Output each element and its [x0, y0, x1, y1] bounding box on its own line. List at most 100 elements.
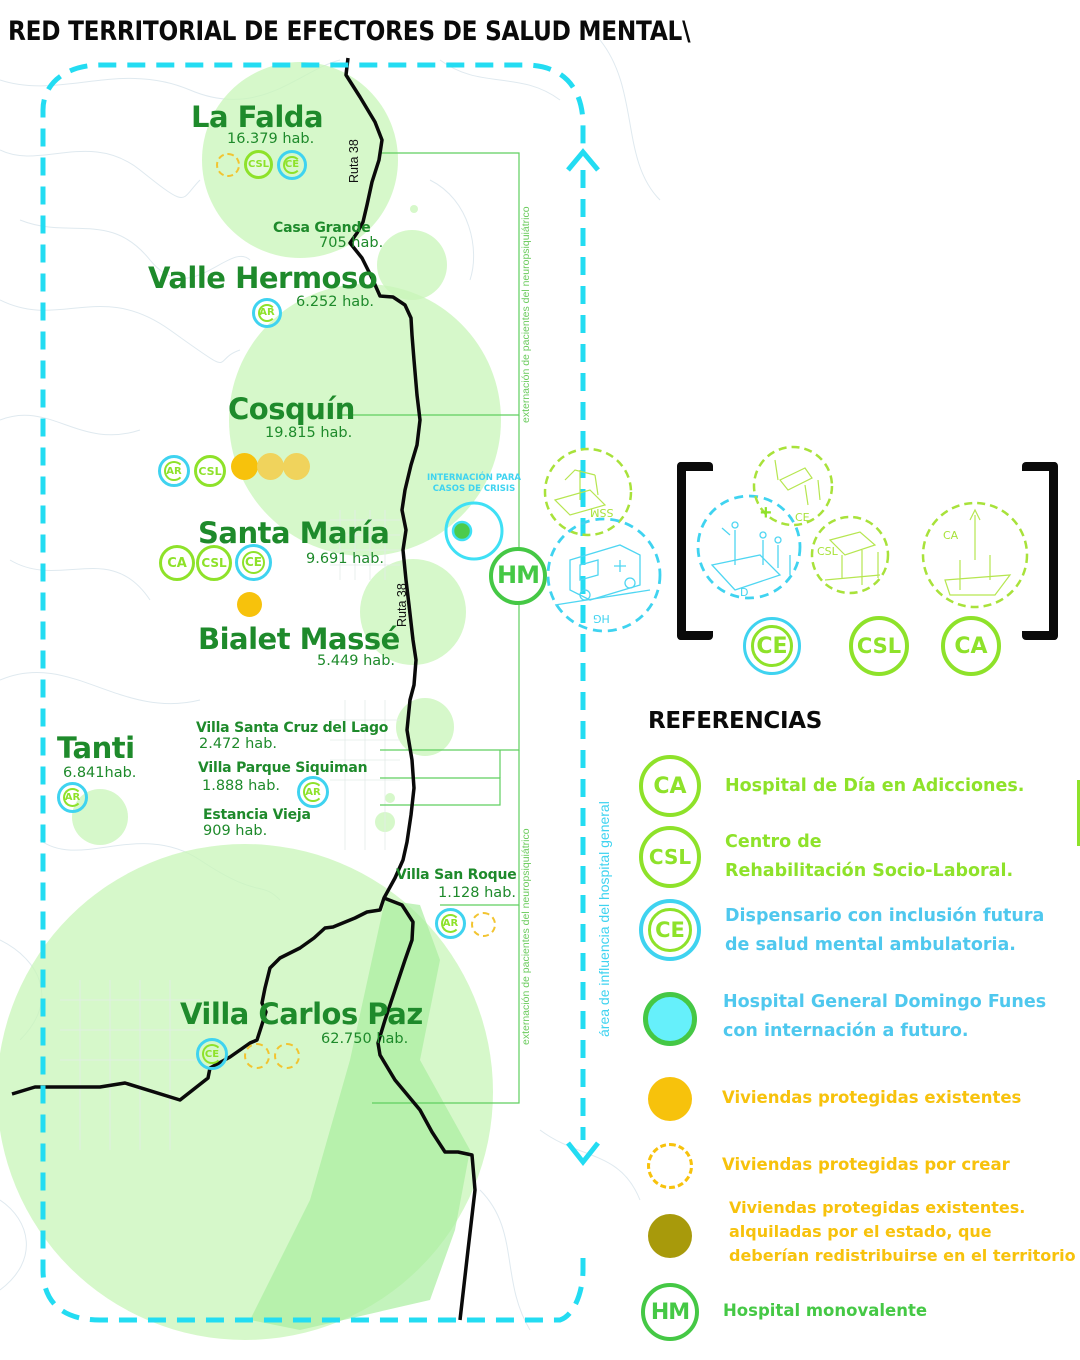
town-population-la-falda: 16.379 hab. — [227, 131, 315, 147]
protected-housing-existing-icon[interactable] — [257, 453, 284, 480]
ca-sketch-label: CA — [943, 529, 959, 542]
ar-badge-cosquin[interactable]: AR — [158, 455, 190, 487]
csl-badge-santa-maria[interactable]: CSL — [196, 545, 232, 581]
ssm-sketch-label: SSM — [590, 506, 614, 519]
ca-sketch-circle — [921, 501, 1029, 609]
ambulance-drawing — [554, 544, 651, 606]
csl-badge-la-falda[interactable]: CSL — [244, 150, 273, 179]
ar-badge-valle-hermoso[interactable]: AR — [252, 298, 282, 328]
town-name-estancia-vieja: Estancia Vieja — [203, 807, 311, 823]
legend-hospital-general-line: Hospital General Domingo Funes — [723, 992, 1047, 1012]
legend-ce-icon-label: CE — [655, 918, 685, 942]
town-name-villa-parque-siquiman: Villa Parque Siquiman — [198, 760, 368, 776]
legend-hospital-general-label: Hospital General Domingo Funes con inter… — [723, 988, 1046, 1046]
hospital-general-marker[interactable] — [451, 520, 473, 542]
ca-sketch-badge-label: CA — [954, 633, 988, 659]
csl-badge-cosquin[interactable]: CSL — [194, 455, 226, 487]
ssm-sketch-circle — [543, 447, 633, 537]
crisis-circle[interactable] — [444, 501, 504, 561]
legend-rented-housing-label: Viviendas protegidas existentes. alquila… — [729, 1196, 1076, 1268]
area-dot-2 — [385, 793, 395, 803]
legend-rented-housing-line: alquiladas por el estado, que — [729, 1222, 992, 1241]
legend-rented-housing-line: deberían redistribuirse en el territorio — [729, 1246, 1076, 1265]
legend-existing-housing-icon — [648, 1077, 692, 1121]
protected-housing-existing-icon[interactable] — [283, 453, 310, 480]
ce-sketch-drawing — [774, 459, 821, 506]
legend-planned-housing-line: Viviendas protegidas por crear — [722, 1155, 1010, 1174]
externacion-label-bottom: externación de pacientes del neuropsiqui… — [520, 828, 532, 1045]
area-casa-grande — [377, 230, 447, 300]
legend-planned-housing-label: Viviendas protegidas por crear — [722, 1150, 1010, 1179]
town-population-villa-san-roque: 1.128 hab. — [438, 885, 517, 901]
area-cosquin — [229, 284, 501, 556]
ce-badge-label: CE — [284, 159, 300, 171]
hm-badge-label[interactable]: HM — [497, 561, 540, 589]
town-population-villa-santa-cruz-del-lago: 2.472 hab. — [199, 736, 278, 752]
topographic-lines — [0, 39, 661, 1331]
ce-badge-la-falda[interactable]: CE — [277, 150, 307, 180]
ce-badge-santa-maria[interactable]: CE — [235, 544, 272, 581]
hm-circle[interactable] — [489, 547, 547, 605]
protected-housing-planned-icon[interactable] — [471, 912, 496, 937]
legend-existing-housing-label: Viviendas protegidas existentes — [722, 1083, 1021, 1112]
ca-sketch-drawing — [944, 508, 1012, 596]
legend-hm-icon: HM — [641, 1283, 699, 1341]
town-population-villa-carlos-paz: 62.750 hab. — [321, 1031, 409, 1047]
ca-sketch-badge[interactable]: CA — [941, 616, 1001, 676]
town-population-valle-hermoso: 6.252 hab. — [296, 294, 375, 310]
arrow-up-icon — [566, 148, 600, 172]
town-name-la-falda: La Falda — [191, 100, 324, 134]
town-name-valle-hermoso: Valle Hermoso — [148, 261, 378, 295]
legend-hospital-general-icon — [643, 992, 697, 1046]
area-bialet-masse — [360, 559, 466, 665]
protected-housing-existing-icon[interactable] — [231, 453, 258, 480]
town-population-casa-grande: 705 hab. — [319, 235, 384, 251]
ar-badge-label: AR — [166, 465, 182, 477]
influence-boundary[interactable] — [40, 62, 586, 1323]
ce-badge-label: CE — [204, 1048, 220, 1060]
town-population-bialet-masse: 5.449 hab. — [317, 653, 396, 669]
legend-hm-line: Hospital monovalente — [723, 1301, 928, 1320]
crisis-label-line-2: CASOS DE CRISIS — [432, 484, 516, 494]
edge-marker — [1077, 780, 1080, 846]
ar-badge-label: AR — [64, 792, 81, 803]
legend-ca-line: Hospital de Día en Adicciones. — [725, 776, 1025, 796]
right-bracket — [1022, 462, 1058, 640]
people-drawing-d — [710, 521, 791, 591]
legend-ca-icon: CA — [639, 755, 701, 817]
ssm-sketch-drawing — [553, 469, 607, 516]
area-dot — [410, 205, 418, 213]
legend-rented-housing-line: Viviendas protegidas existentes. — [729, 1198, 1026, 1217]
road-label-ruta-38: Ruta 38 — [347, 139, 361, 183]
ar-badge-villa-san-roque[interactable]: AR — [435, 908, 466, 939]
ar-badge-villa-parque-siquiman[interactable]: AR — [297, 776, 329, 808]
protected-housing-existing-icon[interactable] — [237, 592, 262, 617]
town-name-villa-santa-cruz-del-lago: Villa Santa Cruz del Lago — [196, 720, 389, 736]
ar-badge-tanti[interactable]: AR — [57, 782, 88, 813]
influence-area-label: área de influencia del hospital general — [596, 801, 612, 1037]
street-grid — [60, 510, 400, 1150]
protected-housing-planned-icon[interactable] — [274, 1043, 300, 1069]
town-name-tanti: Tanti — [57, 731, 135, 765]
town-name-cosquin: Cosquín — [228, 392, 355, 426]
ce-sketch-badge[interactable]: CE — [743, 617, 801, 675]
hg-sketch-circle — [546, 517, 662, 633]
csl-sketch-drawing — [824, 531, 881, 585]
arrow-down-icon — [566, 1141, 600, 1167]
legend-ce-label: Dispensario con inclusión futura de salu… — [725, 902, 1044, 960]
ca-badge-santa-maria[interactable]: CA — [159, 545, 195, 581]
csl-sketch-badge-label: CSL — [856, 634, 902, 658]
legend-hospital-general-line: con internación a futuro. — [723, 1021, 969, 1041]
externacion-connectors — [340, 152, 520, 1104]
d-sketch-circle — [696, 494, 802, 600]
ce-badge-villa-carlos-paz[interactable]: CE — [196, 1038, 228, 1070]
legend-rented-housing-icon — [648, 1214, 692, 1258]
town-population-cosquin: 19.815 hab. — [265, 425, 353, 441]
hg-sketch-label: HG — [593, 612, 610, 625]
protected-housing-planned-icon[interactable] — [244, 1043, 270, 1069]
legend-csl-line: Centro de — [725, 832, 822, 852]
csl-sketch-badge[interactable]: CSL — [849, 616, 909, 676]
protected-housing-planned-icon[interactable] — [216, 153, 240, 177]
legend-ce-line: de salud mental ambulatoria. — [725, 935, 1016, 955]
